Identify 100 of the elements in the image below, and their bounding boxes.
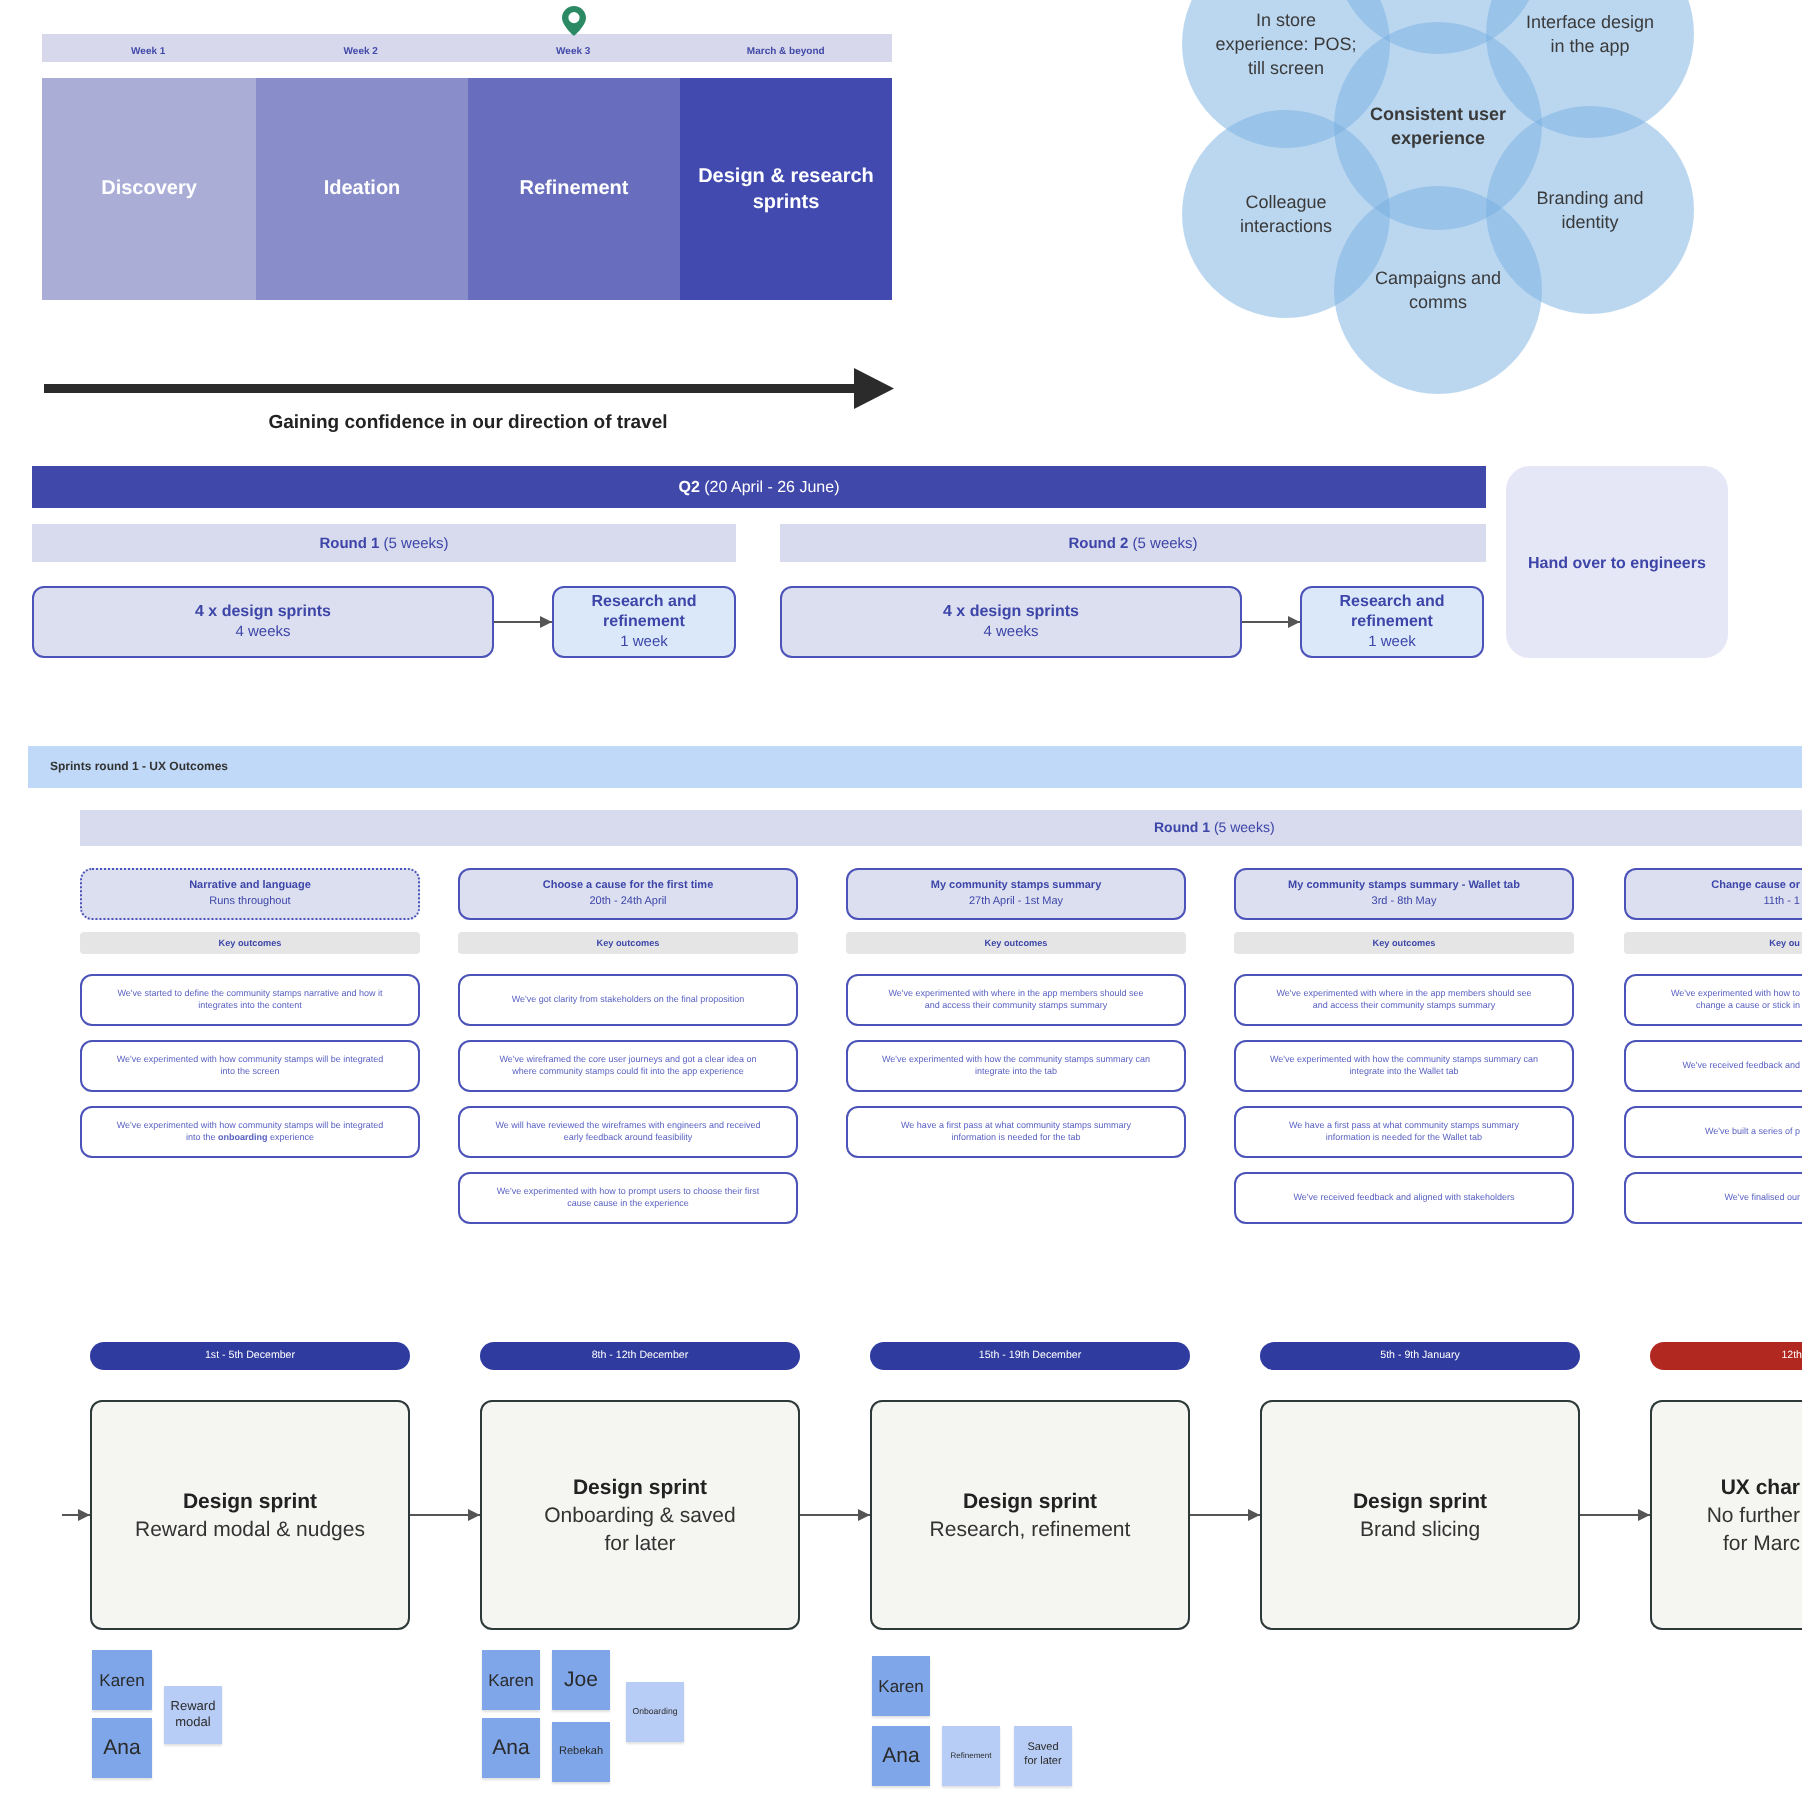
sprint-header-box	[458, 868, 798, 920]
task-box	[552, 586, 736, 658]
outcome-card	[458, 1172, 798, 1224]
sprint-title: Design sprint	[1352, 1487, 1488, 1515]
arrow	[409, 1509, 481, 1521]
outcome-card	[1234, 1172, 1574, 1224]
arrow	[799, 1509, 871, 1521]
sprint-topic: No further for Marc	[1704, 1501, 1800, 1557]
handover-label: Hand over to engineers	[1528, 553, 1706, 571]
sprint-title: Design sprint	[572, 1473, 708, 1501]
phase-block	[42, 78, 256, 300]
outcome-card	[846, 1040, 1186, 1092]
quarter-label: Q2 (20 April - 26 June)	[678, 478, 840, 496]
phase-block	[468, 78, 680, 300]
circle-label: In store experience: POS; till screen	[1213, 8, 1359, 80]
sprint-card	[1650, 1400, 1802, 1630]
outcome-card	[1624, 1172, 1802, 1224]
key-outcomes-bar	[846, 932, 1186, 954]
sprint-title: UX char	[1720, 1473, 1800, 1501]
arrow	[1579, 1509, 1651, 1521]
task-title: 4 x design sprints	[194, 602, 332, 622]
key-outcomes-bar	[80, 932, 420, 954]
key-outcomes-bar	[1624, 932, 1802, 954]
sticky-text: Karen	[99, 1669, 145, 1691]
round-bar	[32, 524, 736, 562]
sticky-text: Ana	[103, 1735, 141, 1761]
handover-box	[1506, 466, 1728, 658]
outcome-card	[458, 1040, 798, 1092]
arrow	[61, 1509, 91, 1521]
sticky-text: Karen	[878, 1675, 924, 1697]
sticky-note	[1014, 1726, 1072, 1786]
arrow	[1189, 1509, 1261, 1521]
phase-block	[256, 78, 468, 300]
sticky-note	[872, 1726, 930, 1786]
section-header	[28, 746, 1802, 788]
sprint-topic: Research, refinement	[929, 1515, 1131, 1543]
caption-text: Gaining confidence in our direction of travel	[268, 412, 668, 434]
task-box	[780, 586, 1242, 658]
circle-label: Branding and identity	[1534, 186, 1646, 234]
sprint-card	[1260, 1400, 1580, 1630]
sticky-note	[92, 1718, 152, 1778]
sticky-text: Karen	[488, 1669, 534, 1691]
sprint-title: Design sprint	[182, 1487, 318, 1515]
outcome-card	[458, 974, 798, 1026]
sticky-note	[92, 1650, 152, 1710]
phase-block	[680, 78, 892, 300]
sprint-topic: Brand slicing	[1359, 1515, 1481, 1543]
date-pill	[1650, 1342, 1802, 1370]
sticky-note	[552, 1650, 610, 1710]
sprint-header-box	[846, 868, 1186, 920]
outcome-card	[80, 1106, 420, 1158]
circle-label: Campaigns and comms	[1372, 266, 1504, 314]
sticky-text: Ana	[492, 1735, 530, 1761]
round-bar	[80, 810, 1802, 846]
sticky-note	[552, 1722, 610, 1782]
key-outcomes-bar	[1234, 932, 1574, 954]
phase-label: Design & research sprints	[696, 163, 876, 215]
date-pill	[870, 1342, 1190, 1370]
key-outcomes-bar	[458, 932, 798, 954]
date-pill	[480, 1342, 800, 1370]
outcome-card	[846, 974, 1186, 1026]
outcome-card	[1234, 1040, 1574, 1092]
date-pill	[1260, 1342, 1580, 1370]
task-title: 4 x design sprints	[942, 602, 1080, 622]
sticky-note	[482, 1718, 540, 1778]
date-pill	[90, 1342, 410, 1370]
sticky-text: Ana	[882, 1743, 920, 1769]
phase-label: Refinement	[519, 176, 629, 202]
sticky-note	[482, 1650, 540, 1710]
sprint-card	[480, 1400, 800, 1630]
week-band	[42, 34, 892, 62]
arrow	[1241, 616, 1301, 628]
outcome-card	[80, 1040, 420, 1092]
outcome-card	[846, 1106, 1186, 1158]
outcome-card	[1624, 1106, 1802, 1158]
sprint-header-box	[1234, 868, 1574, 920]
circle-label: Colleague interactions	[1237, 190, 1335, 238]
sprint-title: Design sprint	[962, 1487, 1098, 1515]
sprint-card	[90, 1400, 410, 1630]
quarter-bar	[32, 466, 1486, 508]
outcome-card	[1624, 1040, 1802, 1092]
sticky-note	[626, 1682, 684, 1742]
outcome-card	[80, 974, 420, 1026]
outcome-card	[1234, 974, 1574, 1026]
phase-label: Discovery	[101, 176, 197, 202]
sprint-header-box	[80, 868, 420, 920]
outcome-card	[458, 1106, 798, 1158]
task-box	[1300, 586, 1484, 658]
sticky-note	[164, 1686, 222, 1744]
task-box	[32, 586, 494, 658]
sprint-topic: Onboarding & saved for later	[542, 1501, 738, 1557]
sprint-topic: Reward modal & nudges	[135, 1515, 365, 1543]
sprint-card	[870, 1400, 1190, 1630]
sticky-note	[942, 1726, 1000, 1786]
sprint-header-box	[1624, 868, 1802, 920]
task-title: Research and refinement	[589, 592, 699, 632]
sticky-note	[872, 1656, 930, 1716]
circle-label: Consistent user experience	[1367, 102, 1508, 150]
outcome-card	[1234, 1106, 1574, 1158]
round-bar	[780, 524, 1486, 562]
